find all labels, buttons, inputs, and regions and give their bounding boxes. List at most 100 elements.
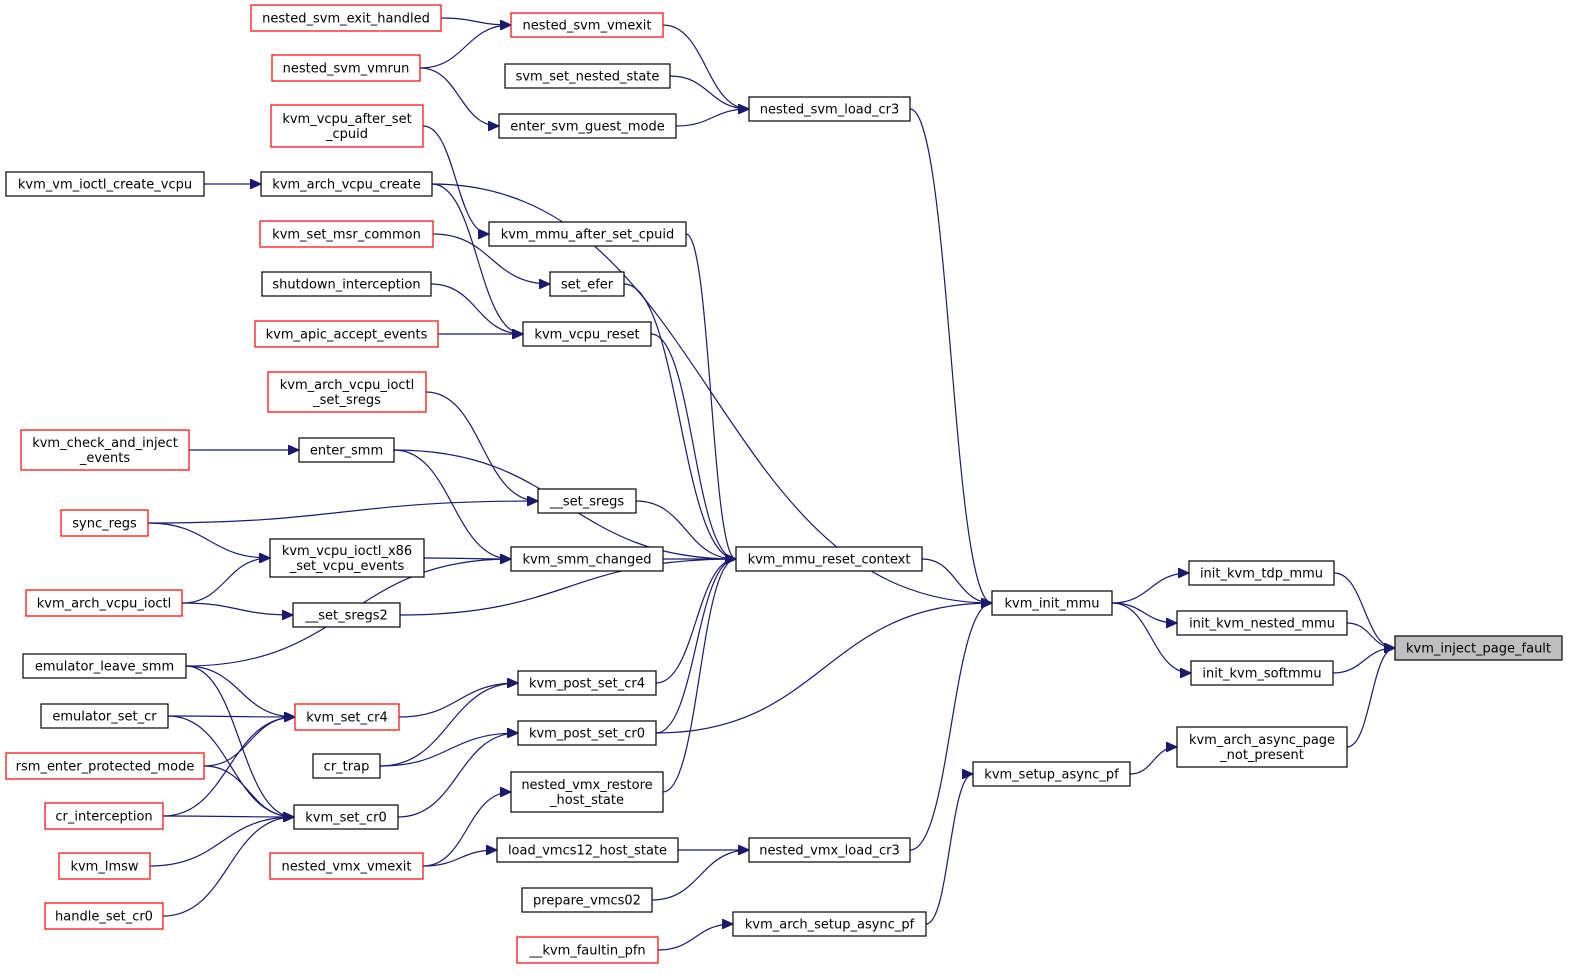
edge-__set_sregs-to-kvm_mmu_reset_context bbox=[635, 500, 736, 559]
node-__kvm_faultin_pfn[interactable]: __kvm_faultin_pfn bbox=[516, 936, 659, 964]
node-kvm_arch_vcpu_ioctl[interactable]: kvm_arch_vcpu_ioctl bbox=[25, 589, 183, 617]
node-rsm_enter_protected_mode[interactable]: rsm_enter_protected_mode bbox=[5, 752, 205, 780]
node-box bbox=[298, 437, 395, 463]
node-label: kvm_init_mmu bbox=[1004, 597, 1099, 612]
node-handle_set_cr0[interactable]: handle_set_cr0 bbox=[44, 902, 164, 930]
node-label: kvm_set_cr0 bbox=[305, 811, 387, 826]
node-cr_trap[interactable]: cr_trap bbox=[312, 753, 381, 779]
node-nested_svm_vmexit[interactable]: nested_svm_vmexit bbox=[510, 12, 664, 38]
edge-nested_svm_vmrun-to-nested_svm_vmexit bbox=[419, 25, 511, 69]
node-box bbox=[250, 4, 442, 32]
node-set_efer[interactable]: set_efer bbox=[549, 271, 625, 297]
node-emulator_leave_smm[interactable]: emulator_leave_smm bbox=[22, 653, 187, 679]
node-init_kvm_softmmu[interactable]: init_kvm_softmmu bbox=[1190, 660, 1334, 686]
node-kvm_vm_ioctl_create_vcpu[interactable]: kvm_vm_ioctl_create_vcpu bbox=[5, 171, 205, 197]
node-box bbox=[504, 63, 671, 89]
node-label: _host_state bbox=[549, 793, 624, 808]
node-box bbox=[40, 703, 169, 729]
node-label: kvm_mmu_reset_context bbox=[748, 553, 911, 568]
edge-nested_svm_vmrun-to-enter_svm_guest_mode bbox=[419, 67, 499, 126]
node-label: kvm_setup_async_pf bbox=[984, 768, 1119, 783]
node-kvm_arch_vcpu_ioctl_set_sregs[interactable]: kvm_arch_vcpu_ioctl_set_sregs bbox=[267, 371, 427, 413]
node-box bbox=[60, 509, 149, 537]
node-label: sync_regs bbox=[72, 517, 137, 532]
node-box bbox=[517, 720, 657, 746]
edge-__set_sregs2-to-kvm_mmu_reset_context bbox=[399, 559, 736, 616]
node-kvm_set_msr_common[interactable]: kvm_set_msr_common bbox=[259, 220, 434, 248]
node-label: emulator_leave_smm bbox=[35, 660, 174, 675]
node-kvm_setup_async_pf[interactable]: kvm_setup_async_pf bbox=[972, 761, 1131, 787]
node-box bbox=[1176, 610, 1348, 636]
node-nested_vmx_load_cr3[interactable]: nested_vmx_load_cr3 bbox=[748, 837, 911, 863]
node-shutdown_interception[interactable]: shutdown_interception bbox=[261, 271, 432, 297]
node-kvm_set_cr4[interactable]: kvm_set_cr4 bbox=[294, 703, 400, 731]
node-enter_svm_guest_mode[interactable]: enter_svm_guest_mode bbox=[498, 113, 677, 139]
node-nested_vmx_vmexit[interactable]: nested_vmx_vmexit bbox=[269, 852, 424, 880]
edge-kvm_post_set_cr0-to-kvm_init_mmu bbox=[655, 603, 992, 734]
node-kvm_vcpu_reset[interactable]: kvm_vcpu_reset bbox=[522, 321, 652, 347]
node-box bbox=[735, 546, 923, 572]
node-label: nested_vmx_restore bbox=[521, 778, 652, 793]
edge-kvm_arch_vcpu_ioctl_set_sregs-to-__set_sregs bbox=[425, 391, 538, 501]
node-box bbox=[20, 429, 190, 471]
edge-kvm_post_set_cr4-to-kvm_mmu_reset_context bbox=[655, 559, 736, 684]
node-kvm_set_cr0[interactable]: kvm_set_cr0 bbox=[293, 804, 399, 830]
node-label: rsm_enter_protected_mode bbox=[16, 760, 195, 775]
node-kvm_arch_async_page_not_present[interactable]: kvm_arch_async_page_not_present bbox=[1176, 726, 1348, 768]
node-enter_smm[interactable]: enter_smm bbox=[298, 437, 395, 463]
edge-kvm_arch_vcpu_ioctl-to-__set_sregs2 bbox=[181, 602, 293, 615]
edge-kvm_arch_vcpu_create-to-kvm_init_mmu bbox=[431, 183, 992, 603]
node-kvm_smm_changed[interactable]: kvm_smm_changed bbox=[510, 546, 664, 572]
node-kvm_post_set_cr4[interactable]: kvm_post_set_cr4 bbox=[517, 670, 657, 696]
node-svm_set_nested_state[interactable]: svm_set_nested_state bbox=[504, 63, 671, 89]
node-kvm_arch_setup_async_pf[interactable]: kvm_arch_setup_async_pf bbox=[732, 911, 927, 937]
node-box bbox=[269, 538, 425, 578]
node-__set_sregs[interactable]: __set_sregs bbox=[537, 488, 637, 514]
node-nested_svm_vmrun[interactable]: nested_svm_vmrun bbox=[271, 54, 421, 82]
node-emulator_set_cr[interactable]: emulator_set_cr bbox=[40, 703, 169, 729]
node-kvm_post_set_cr0[interactable]: kvm_post_set_cr0 bbox=[517, 720, 657, 746]
node-label: __set_sregs2 bbox=[304, 609, 388, 624]
node-__set_sregs2[interactable]: __set_sregs2 bbox=[292, 602, 401, 628]
node-kvm_init_mmu[interactable]: kvm_init_mmu bbox=[991, 590, 1113, 616]
node-init_kvm_nested_mmu[interactable]: init_kvm_nested_mmu bbox=[1176, 610, 1348, 636]
node-kvm_mmu_after_set_cpuid[interactable]: kvm_mmu_after_set_cpuid bbox=[488, 221, 687, 247]
node-box bbox=[488, 221, 687, 247]
node-sync_regs[interactable]: sync_regs bbox=[60, 509, 149, 537]
node-label: __kvm_faultin_pfn bbox=[528, 944, 645, 959]
node-nested_svm_exit_handled[interactable]: nested_svm_exit_handled bbox=[250, 4, 442, 32]
node-kvm_mmu_reset_context[interactable]: kvm_mmu_reset_context bbox=[735, 546, 923, 572]
node-box bbox=[1188, 560, 1335, 586]
edge-nested_svm_exit_handled-to-nested_svm_vmexit bbox=[440, 17, 511, 25]
node-box bbox=[269, 852, 424, 880]
node-kvm_apic_accept_events[interactable]: kvm_apic_accept_events bbox=[254, 320, 439, 348]
node-kvm_arch_vcpu_create[interactable]: kvm_arch_vcpu_create bbox=[260, 171, 433, 197]
edge-kvm_mmu_after_set_cpuid-to-kvm_mmu_reset_context bbox=[685, 233, 736, 559]
node-label: kvm_arch_vcpu_ioctl bbox=[280, 378, 415, 393]
node-load_vmcs12_host_state[interactable]: load_vmcs12_host_state bbox=[496, 837, 679, 863]
edge-__kvm_faultin_pfn-to-kvm_arch_setup_async_pf bbox=[657, 924, 733, 951]
node-kvm_check_and_inject_events[interactable]: kvm_check_and_inject_events bbox=[20, 429, 190, 471]
node-init_kvm_tdp_mmu[interactable]: init_kvm_tdp_mmu bbox=[1188, 560, 1335, 586]
edge-rsm_enter_protected_mode-to-kvm_set_cr4 bbox=[203, 717, 295, 767]
node-box bbox=[517, 670, 657, 696]
node-kvm_lmsw[interactable]: kvm_lmsw bbox=[58, 852, 151, 880]
edge-enter_smm-to-kvm_smm_changed bbox=[393, 449, 511, 559]
node-kvm_vcpu_after_set_cpuid[interactable]: kvm_vcpu_after_set_cpuid bbox=[270, 104, 424, 148]
node-box bbox=[510, 546, 664, 572]
node-box bbox=[270, 104, 424, 148]
edge-kvm_init_mmu-to-init_kvm_tdp_mmu bbox=[1111, 573, 1189, 604]
node-box bbox=[44, 802, 164, 830]
edge-cr_trap-to-kvm_post_set_cr4 bbox=[379, 683, 518, 767]
node-box bbox=[5, 752, 205, 780]
edge-handle_set_cr0-to-kvm_set_cr0 bbox=[162, 817, 294, 917]
node-label: enter_smm bbox=[310, 444, 383, 459]
node-kvm_vcpu_ioctl_x86_set_vcpu_events[interactable]: kvm_vcpu_ioctl_x86_set_vcpu_events bbox=[269, 538, 425, 578]
node-prepare_vmcs02[interactable]: prepare_vmcs02 bbox=[521, 887, 653, 913]
node-nested_vmx_restore_host_state[interactable]: nested_vmx_restore_host_state bbox=[510, 771, 664, 813]
node-kvm_inject_page_fault[interactable]: kvm_inject_page_fault bbox=[1394, 635, 1563, 661]
node-cr_interception[interactable]: cr_interception bbox=[44, 802, 164, 830]
node-label: nested_vmx_vmexit bbox=[282, 860, 412, 875]
node-label: svm_set_nested_state bbox=[516, 70, 660, 85]
node-nested_svm_load_cr3[interactable]: nested_svm_load_cr3 bbox=[748, 96, 911, 122]
